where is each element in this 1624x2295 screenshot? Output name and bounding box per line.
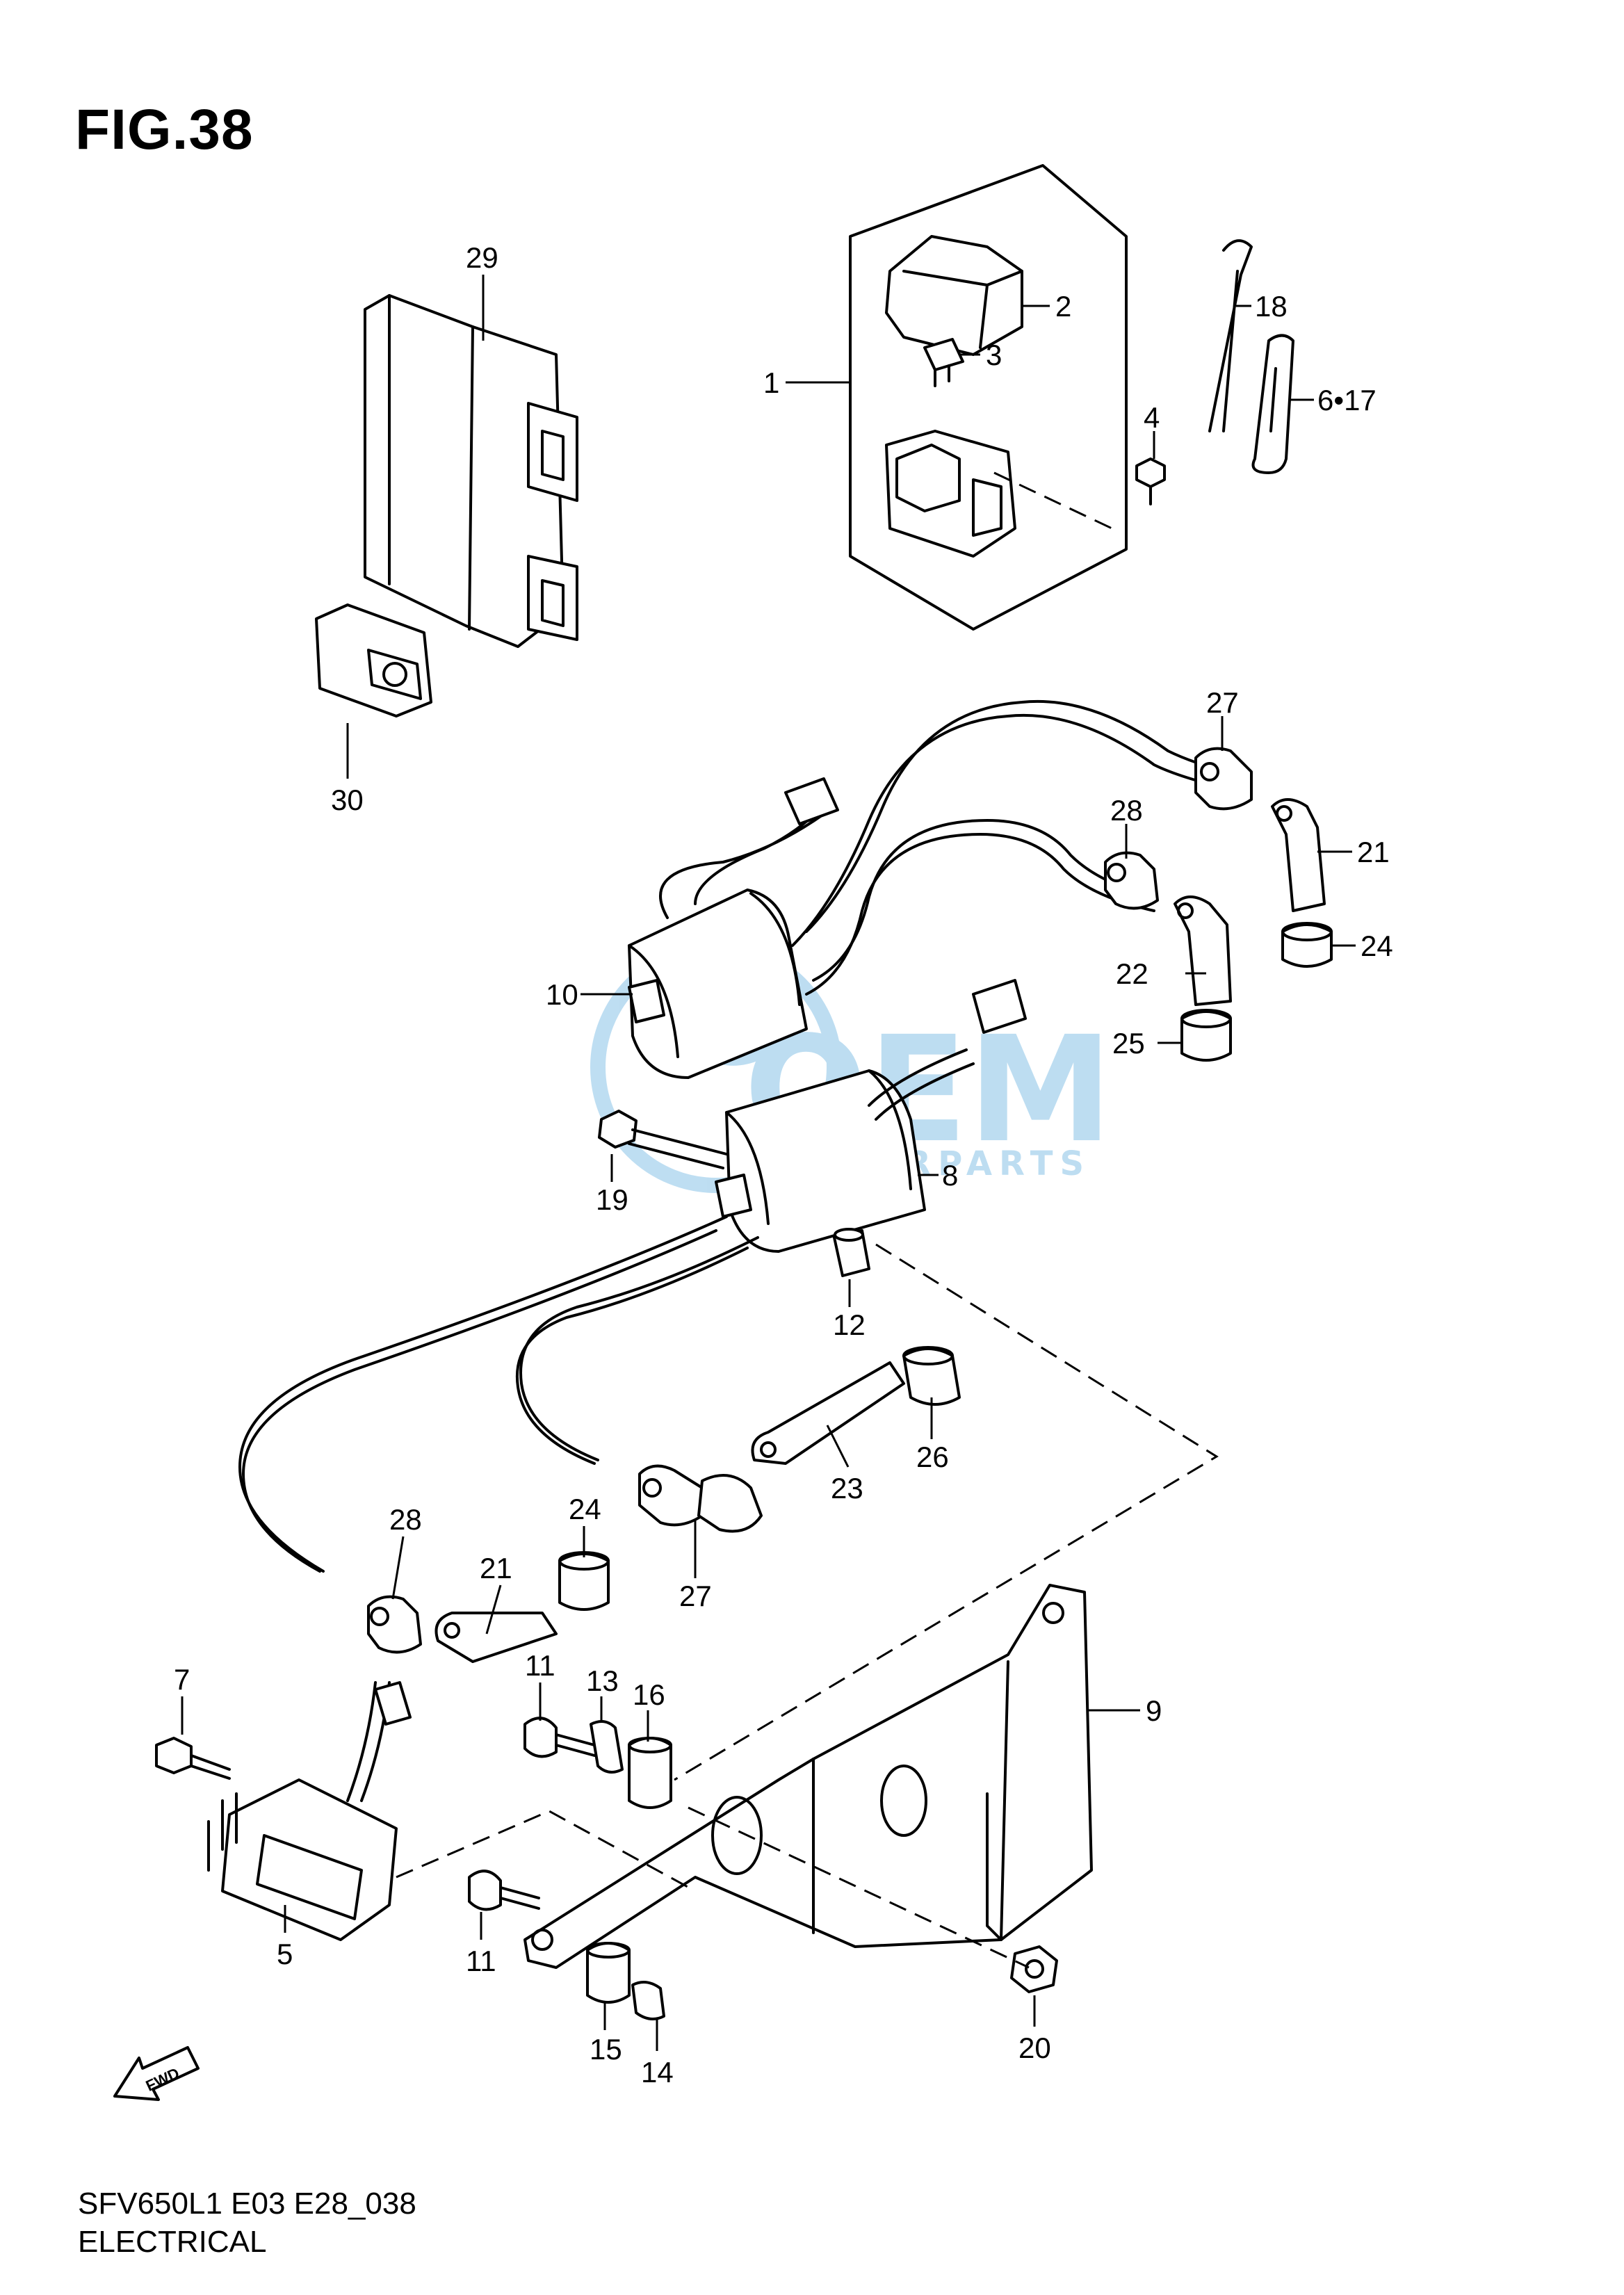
plug-boot-22 [1174, 895, 1232, 1006]
starter-relay [885, 430, 1016, 558]
mounting-bracket [523, 1584, 1093, 1969]
wire-clamp-18 [1208, 239, 1253, 432]
callout-20: 20 [1018, 2032, 1051, 2064]
seal-24-upper [1281, 922, 1333, 968]
seal-25 [1180, 1009, 1232, 1062]
grommet-15 [586, 1942, 631, 2004]
callout-8: 8 [942, 1159, 958, 1192]
callout-12: 12 [833, 1308, 866, 1341]
callout-26: 26 [916, 1441, 949, 1473]
collar-13 [590, 1720, 624, 1774]
callout-1: 1 [763, 366, 779, 399]
plug-boot-23 [751, 1361, 905, 1465]
callout-21-lower: 21 [480, 1552, 512, 1584]
leader-lines [181, 275, 1356, 2051]
callout-3: 3 [986, 339, 1002, 371]
callout-19: 19 [596, 1183, 628, 1216]
bolt-11-upper [523, 1717, 596, 1758]
ignition-coil-upper [628, 699, 1253, 1079]
callout-30: 30 [331, 784, 364, 816]
relay-assembly [849, 164, 1128, 631]
callout-labels: 1 2 3 4 18 6•17 29 30 27 28 21 24 22 25 … [174, 241, 1393, 2089]
bolt-7 [155, 1737, 231, 1780]
callout-28-upper: 28 [1110, 794, 1143, 827]
callout-16: 16 [633, 1678, 665, 1711]
grommet-16 [628, 1737, 672, 1809]
relay-assembly-frame [849, 164, 1128, 631]
callout-27-lower: 27 [679, 1580, 712, 1612]
callout-13: 13 [586, 1664, 619, 1697]
callout-6-17: 6•17 [1317, 384, 1377, 416]
callout-11-lower: 11 [466, 1945, 496, 1977]
fwd-arrow-icon: FWD [113, 2046, 200, 2101]
callout-18: 18 [1255, 290, 1288, 323]
callout-21-upper: 21 [1357, 836, 1390, 868]
bracket-6-17 [1251, 334, 1294, 474]
callout-23: 23 [831, 1472, 863, 1505]
ecm-unit [364, 294, 578, 648]
spacer-12 [833, 1228, 870, 1277]
callout-10: 10 [546, 978, 578, 1011]
bolt-4 [1135, 457, 1166, 505]
bolt-11-lower [468, 1870, 540, 1911]
nut-20 [1010, 1945, 1058, 1993]
callout-22: 22 [1116, 957, 1148, 990]
plug-cap-27-upper [1194, 747, 1253, 811]
callout-24-upper: 24 [1361, 930, 1393, 962]
plug-cap-27-lower [638, 1464, 763, 1533]
relay-cover [885, 235, 1023, 356]
seal-24-lower [558, 1551, 610, 1611]
callout-15: 15 [590, 2033, 622, 2066]
callout-4: 4 [1144, 401, 1160, 434]
callout-7: 7 [174, 1663, 190, 1696]
figure-title: FIG.38 [75, 98, 254, 161]
callout-11-upper: 11 [525, 1649, 555, 1682]
callout-28-lower: 28 [389, 1503, 422, 1536]
plug-boot-21-lower [435, 1612, 558, 1663]
callout-27-upper: 27 [1206, 686, 1239, 719]
plug-cap-28-lower [367, 1595, 422, 1654]
callout-14: 14 [641, 2056, 674, 2089]
callout-9: 9 [1146, 1694, 1162, 1727]
connector-30 [315, 603, 432, 717]
callout-25: 25 [1112, 1027, 1145, 1060]
seal-26 [902, 1346, 961, 1406]
assembly-line [688, 1806, 1030, 1969]
model-code: SFV650L1 E03 E28_038 [78, 2187, 416, 2221]
callout-29: 29 [466, 241, 498, 274]
fuse [923, 338, 964, 371]
callout-2: 2 [1055, 290, 1071, 323]
section-name: ELECTRICAL [78, 2225, 267, 2259]
plug-boot-21-upper [1271, 798, 1326, 912]
plug-cap-28-upper [1104, 851, 1159, 910]
callout-24-lower: 24 [569, 1493, 601, 1525]
collar-14 [631, 1981, 665, 2020]
bolt-19 [598, 1110, 728, 1169]
assembly-line [674, 1243, 1219, 1781]
ignition-coil-lower [238, 979, 1027, 1573]
callout-5: 5 [277, 1938, 293, 1970]
regulator [207, 1681, 412, 1941]
